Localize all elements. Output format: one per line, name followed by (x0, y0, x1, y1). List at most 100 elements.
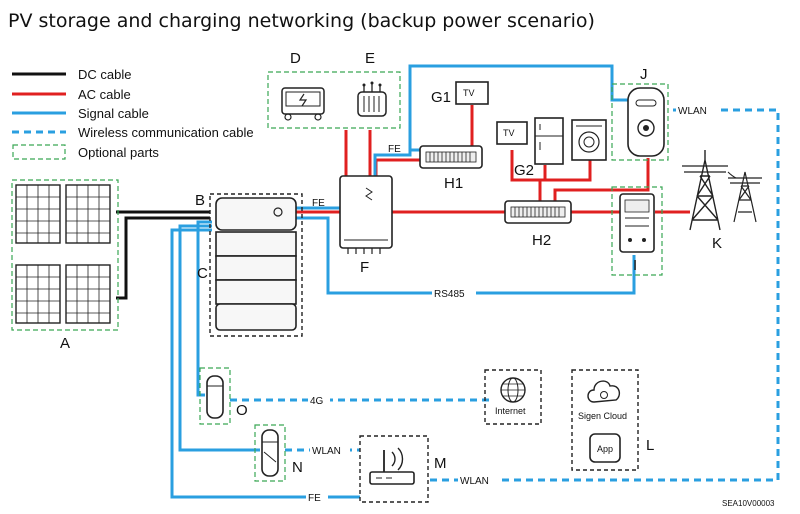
tv-g2-text: TV (503, 128, 515, 138)
cloud-app-group: Sigen Cloud App L (571, 369, 654, 471)
legend-signal-label: Signal cable (78, 106, 149, 121)
ac-g2-bus (510, 150, 592, 182)
wlan-charger-bg (676, 103, 718, 117)
label-o: O (236, 402, 248, 419)
label-d: D (290, 50, 301, 67)
label-a: A (60, 335, 70, 352)
ac-h2-charger (553, 158, 650, 202)
wifi-signal-icon (391, 447, 404, 471)
inverter: F (339, 175, 393, 276)
inverter-logo-icon (365, 187, 373, 201)
signal-battery-wlan (178, 224, 260, 452)
energy-meter: I (611, 186, 663, 276)
legend-dc-label: DC cable (78, 67, 131, 82)
battery-system: B C (195, 192, 303, 337)
optional-backup-sources: D E (267, 50, 401, 129)
internet-text: Internet (495, 406, 526, 416)
doc-code: SEA10V00003 (722, 499, 775, 508)
fe-bottom-bg (306, 490, 328, 504)
wlan-dongle-bg (310, 443, 350, 457)
legend-ac-label: AC cable (78, 87, 131, 102)
tv-g2-screen (496, 121, 528, 145)
pv-panel-group: A (11, 179, 119, 352)
cable-label-rs485: RS485 (434, 289, 465, 300)
cable-label-wlan-charger: WLAN (678, 106, 707, 117)
lte-bg (308, 393, 330, 407)
dongle-4g-body (206, 375, 224, 419)
signal-battery-4g (196, 220, 212, 397)
legend: DC cable AC cable Signal cable Wireless … (12, 67, 254, 160)
label-h1: H1 (444, 175, 463, 192)
label-l: L (646, 437, 654, 454)
pv-panel-4 (65, 264, 111, 324)
power-grid-icon: K (682, 150, 762, 252)
label-k: K (712, 235, 722, 252)
label-i: I (633, 257, 637, 274)
legend-optional-label: Optional parts (78, 145, 159, 160)
cable-label-fe-inverter: FE (388, 144, 401, 155)
label-n: N (292, 459, 303, 476)
tv-g1: TV G1 (431, 81, 489, 106)
dongle-4g-optional-box (199, 367, 231, 425)
lte-dongle: O (199, 367, 248, 425)
cables (116, 64, 780, 499)
tv-g1-text: TV (463, 88, 475, 98)
cloud-app-box (571, 369, 639, 471)
signal-rs485 (296, 216, 636, 295)
wireless-router-charger (430, 108, 780, 482)
wifi-router: M (359, 435, 447, 503)
dc-cable-lower (116, 216, 210, 300)
fridge-icon (534, 117, 564, 165)
wlan-router-bg (458, 473, 498, 487)
charger-optional-box (611, 83, 669, 161)
signal-battery-router (170, 228, 360, 499)
power-button-icon (273, 207, 283, 217)
pv-panel-3 (15, 264, 61, 324)
dongle-wlan-optional-box (254, 424, 286, 482)
label-c: C (197, 265, 208, 282)
battery-controller (215, 197, 297, 231)
app-text: App (597, 444, 613, 454)
transformer-icon (357, 81, 387, 117)
cable-label-4g: 4G (310, 396, 324, 407)
internet-cloud: Internet (484, 369, 542, 425)
inverter-body (339, 175, 393, 249)
cable-label-fe-bottom: FE (308, 493, 321, 504)
ev-charger: J (611, 66, 669, 161)
legend-optional-swatch (12, 144, 66, 160)
battery-module-4 (215, 303, 297, 331)
rs485-bg (432, 286, 476, 300)
label-f: F (360, 259, 369, 276)
label-m: M (434, 455, 447, 472)
label-g1: G1 (431, 89, 451, 106)
label-h2: H2 (532, 232, 551, 249)
charger-plug-icon (637, 119, 655, 137)
pv-optional-box (11, 179, 119, 331)
distribution-panel-h1: H1 (419, 145, 483, 192)
loads-g2: TV G2 (496, 117, 607, 179)
pv-panel-2 (65, 184, 111, 244)
distribution-panel-h2: H2 (504, 200, 572, 249)
label-b: B (195, 192, 205, 209)
router-box (359, 435, 429, 503)
washer-icon (571, 119, 607, 161)
cable-label-wlan-dongle: WLAN (312, 446, 341, 457)
charger-body (627, 87, 665, 157)
legend-wireless-label: Wireless communication cable (78, 125, 254, 140)
dongle-wlan-body (261, 429, 279, 477)
battery-module-3 (215, 279, 297, 305)
label-e: E (365, 50, 375, 67)
internet-box (484, 369, 542, 425)
cloud-text: Sigen Cloud (578, 411, 627, 421)
battery-dashed-box (209, 193, 303, 337)
battery-module-2 (215, 255, 297, 281)
cable-label-wlan-router: WLAN (460, 476, 489, 487)
battery-module-1 (215, 231, 297, 257)
pv-panel-1 (15, 184, 61, 244)
signal-charger-loop (408, 64, 628, 150)
signal-inverter-h1 (373, 148, 420, 180)
label-g2: G2 (514, 162, 534, 179)
meter-optional-box (611, 186, 663, 276)
app-icon (589, 433, 621, 463)
